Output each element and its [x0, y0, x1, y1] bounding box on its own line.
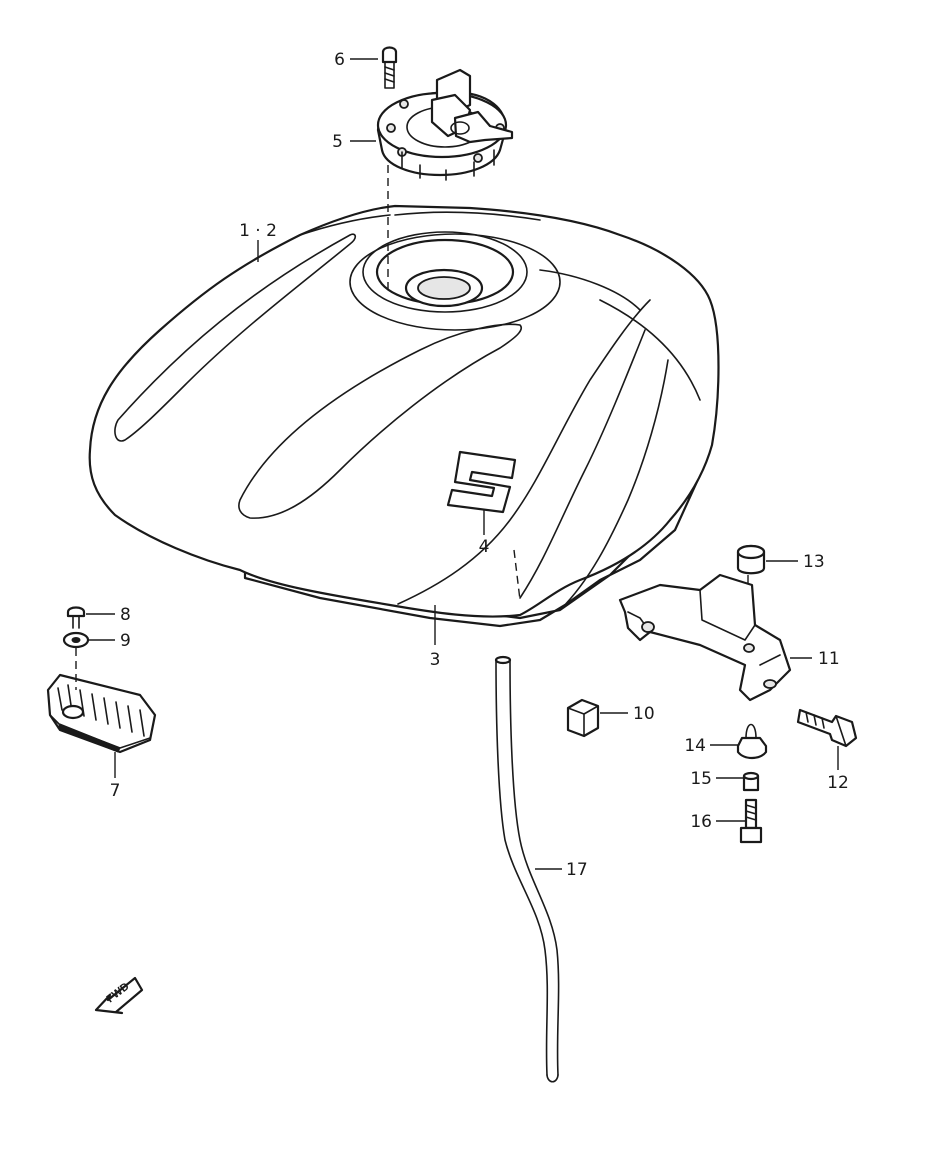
- label-part-13: 13: [803, 552, 825, 572]
- label-part-1-2: 1 · 2: [239, 221, 277, 241]
- label-part-10: 10: [633, 704, 655, 724]
- leader-lines: [86, 58, 839, 870]
- label-part-9: 9: [120, 631, 131, 651]
- collar-15[interactable]: [742, 771, 760, 792]
- fuel-cap-assembly[interactable]: [376, 68, 514, 181]
- forward-direction-arrow: FWD: [94, 976, 144, 1015]
- emblem-4[interactable]: [446, 450, 517, 514]
- fuel-tank[interactable]: [88, 204, 720, 628]
- bolt-6[interactable]: [381, 46, 398, 89]
- label-part-6: 6: [334, 50, 345, 70]
- cushion-10[interactable]: [566, 698, 600, 738]
- label-part-8: 8: [120, 605, 131, 625]
- label-part-7: 7: [110, 781, 121, 801]
- label-part-15: 15: [690, 769, 712, 789]
- bolt-16[interactable]: [739, 798, 763, 844]
- grommet-14[interactable]: [736, 723, 768, 760]
- label-part-4: 4: [479, 537, 490, 557]
- cover-plate-7[interactable]: [46, 673, 157, 754]
- screw-8[interactable]: [66, 606, 86, 629]
- hose-17[interactable]: [494, 655, 560, 1083]
- cap-13[interactable]: [736, 544, 766, 575]
- label-part-16: 16: [690, 812, 712, 832]
- label-part-14: 14: [684, 736, 706, 756]
- label-part-5: 5: [332, 132, 343, 152]
- part-labels: 6 5 1 · 2 4 3 8 9 7 10 11 12 13 14 15 16…: [110, 50, 849, 880]
- bolt-12[interactable]: [796, 708, 858, 748]
- label-part-11: 11: [818, 649, 840, 669]
- bracket-11[interactable]: [618, 573, 792, 702]
- label-part-17: 17: [566, 860, 588, 880]
- label-part-12: 12: [827, 773, 849, 793]
- label-part-3: 3: [430, 650, 441, 670]
